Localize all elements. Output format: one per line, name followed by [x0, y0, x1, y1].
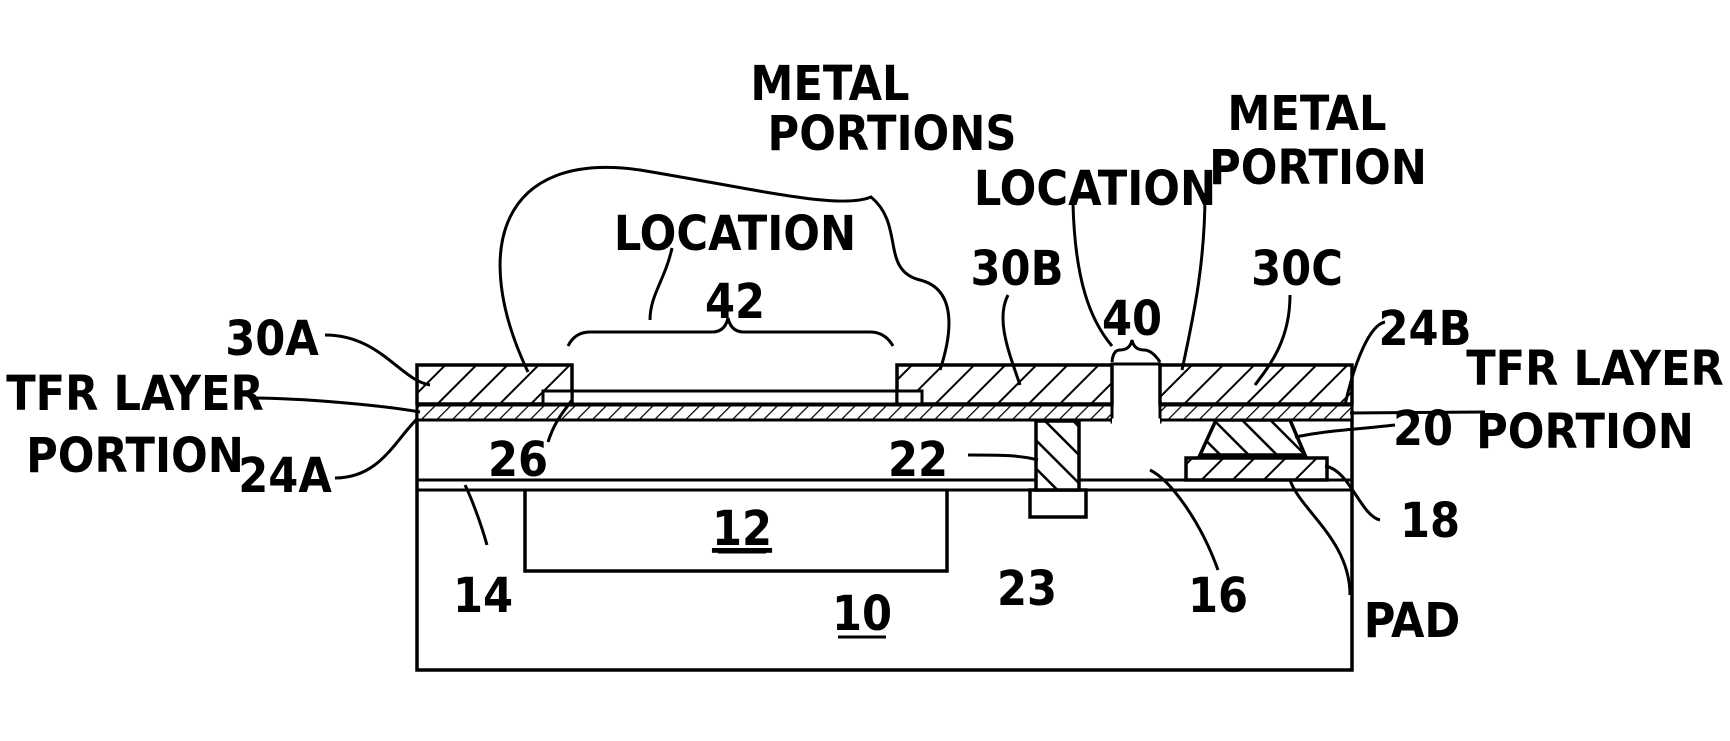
label-metal-portions-1: METAL	[750, 56, 909, 112]
leader-pad	[1290, 480, 1350, 595]
label-location-42: LOCATION	[614, 206, 856, 262]
opening-40	[1112, 364, 1160, 422]
via-20	[1200, 420, 1305, 455]
label-location-40: LOCATION	[974, 161, 1216, 217]
label-22: 22	[888, 432, 948, 488]
leader-22	[968, 455, 1038, 460]
label-24a: 24A	[238, 448, 332, 504]
label-20: 20	[1393, 401, 1453, 457]
label-10: 10	[832, 586, 892, 642]
label-tfr-left-1: TFR LAYER	[6, 366, 264, 422]
label-30a: 30A	[225, 311, 319, 367]
label-18: 18	[1400, 493, 1460, 549]
label-12: 12	[712, 501, 772, 557]
label-24b: 24B	[1379, 301, 1472, 357]
label-num-42: 42	[705, 274, 765, 330]
label-30c: 30C	[1251, 241, 1343, 297]
pad-18	[1186, 458, 1327, 480]
label-16: 16	[1188, 568, 1248, 624]
metal-30b	[897, 365, 1112, 404]
tfr-layer	[417, 405, 1352, 420]
label-num-40: 40	[1102, 291, 1162, 347]
label-tfr-right-1: TFR LAYER	[1466, 341, 1724, 397]
via-22	[1036, 421, 1079, 490]
label-pad: PAD	[1364, 593, 1461, 649]
leader-30a	[325, 335, 430, 385]
leader-16	[1150, 470, 1218, 570]
label-tfr-right-2: PORTION	[1476, 404, 1694, 460]
leader-metal-portions	[500, 167, 949, 372]
leader-tfr-left	[250, 398, 420, 412]
layer-26	[543, 391, 922, 404]
leader-24a	[335, 418, 418, 478]
label-tfr-left-2: PORTION	[26, 428, 244, 484]
leader-14	[465, 485, 487, 545]
label-14: 14	[453, 568, 513, 624]
label-metal-portion-2: PORTION	[1209, 140, 1427, 196]
label-metal-portions-2: PORTIONS	[768, 106, 1017, 162]
label-26: 26	[488, 432, 548, 488]
leader-20	[1295, 425, 1395, 437]
metal-30a-notch	[543, 391, 572, 404]
label-30b: 30B	[971, 241, 1064, 297]
leader-metal-portion	[1182, 193, 1205, 370]
metal-30b-notch	[897, 391, 922, 404]
label-metal-portion-1: METAL	[1227, 86, 1386, 142]
label-23: 23	[997, 561, 1057, 617]
contact-23	[1030, 490, 1086, 517]
